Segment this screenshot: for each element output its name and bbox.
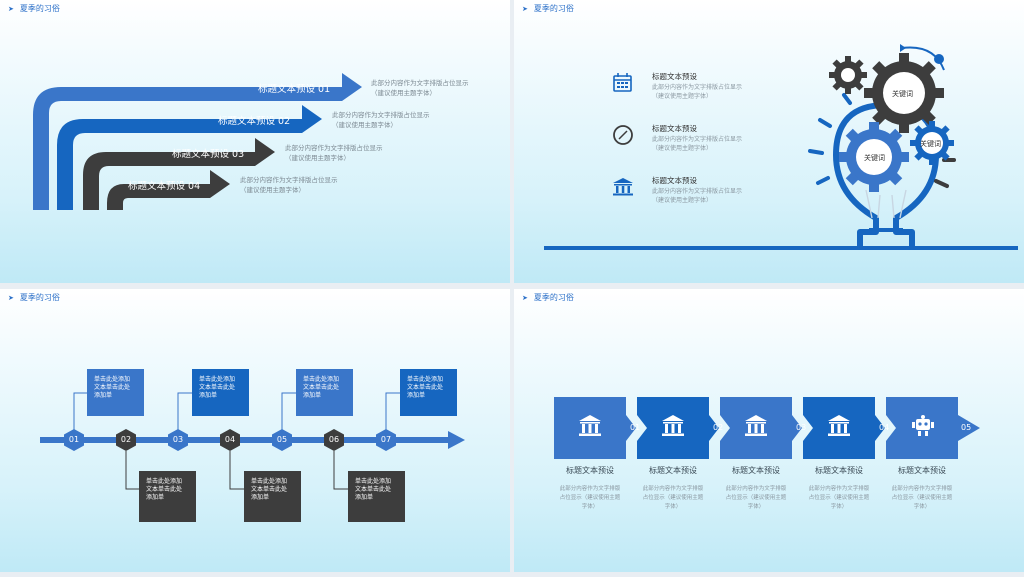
step-desc-3: 此部分内容作为文字排版占位显示（建议使用主题字体） [725,486,787,510]
step-desc-1: 此部分内容作为文字排版占位显示（建议使用主题字体） [559,486,621,510]
item-title-2: 标题文本预设 [652,124,697,133]
timeline-step-7[interactable]: 07 [376,429,396,451]
slide-4[interactable]: ➤夏季的习俗 01 02 03 0 [514,289,1024,572]
bank-icon [662,415,684,436]
timeline-box-6[interactable]: 单击此处添加文本单击此处添加单 [348,471,405,522]
timeline-step-4[interactable]: 04 [220,429,240,451]
item-desc-2: 此部分内容作为文字排版占位显示（建议使用主题字体） [652,136,743,152]
timeline-box-7[interactable]: 单击此处添加文本单击此处添加单 [400,369,457,416]
arrow-3 [83,138,275,210]
item-desc-1: 此部分内容作为文字排版占位显示（建议使用主题字体） [652,84,743,100]
step-title-2: 标题文本预设 [649,466,697,475]
step-num-4: 04 [879,423,890,432]
arrow-4 [107,170,230,210]
arrow-desc-1: 此部分内容作为文字排版占位显示（建议使用主题字体） [371,79,469,97]
timeline-step-3[interactable]: 03 [168,429,188,451]
timeline-graphic [40,392,465,490]
step-desc-4: 此部分内容作为文字排版占位显示（建议使用主题字体） [808,486,870,510]
slide-1[interactable]: ➤ 夏季的习俗 标题文本预设 01 标题文本预设 02 标题文本预设 03 标题文… [0,0,510,283]
header-title: 夏季的习俗 [19,293,60,302]
chevron-right-icon: ➤ [8,294,14,302]
lightbulb-gears-graphic [544,44,1018,250]
timeline-step-1[interactable]: 01 [64,429,84,451]
slide-2[interactable]: ➤ 夏季的习俗 [514,0,1024,283]
calendar-icon [613,73,632,92]
timeline-box-4[interactable]: 单击此处添加文本单击此处添加单 [244,471,301,522]
compass-icon [613,125,633,145]
step-num-2: 02 [713,423,724,432]
step-title-5: 标题文本预设 [898,466,946,475]
arrow-1 [33,73,362,210]
step-title-4: 标题文本预设 [815,466,863,475]
step-num-5: 05 [961,423,972,432]
slide-header: ➤ 夏季的习俗 [522,292,574,303]
chevron-right-icon: ➤ [522,294,528,302]
header-title: 夏季的习俗 [533,4,574,13]
center-gear [839,122,909,192]
timeline-step-5[interactable]: 05 [272,429,292,451]
bank-icon [579,415,601,436]
bank-icon [613,178,633,196]
timeline-step-6[interactable]: 06 [324,429,344,451]
slide-header: ➤ 夏季的习俗 [522,3,574,14]
header-title: 夏季的习俗 [19,4,60,13]
bank-icon [745,415,767,436]
arrow-desc-3: 此部分内容作为文字排版占位显示（建议使用主题字体） [285,144,383,162]
slide-header: ➤ 夏季的习俗 [8,3,60,14]
process-graphic [554,397,980,459]
small-gear [829,56,867,94]
arrow-desc-4: 此部分内容作为文字排版占位显示（建议使用主题字体） [240,176,338,194]
gear-label-2: 关键词 [864,154,885,162]
arrow-2 [57,105,322,210]
item-title-3: 标题文本预设 [652,176,697,185]
step-title-1: 标题文本预设 [566,466,614,475]
gear-label-1: 关键词 [892,90,913,98]
right-gear [910,121,954,165]
item-title-1: 标题文本预设 [652,72,697,81]
step-desc-5: 此部分内容作为文字排版占位显示（建议使用主题字体） [891,486,953,510]
slide-header: ➤ 夏季的习俗 [8,292,60,303]
step-desc-2: 此部分内容作为文字排版占位显示（建议使用主题字体） [642,486,704,510]
arrow-label-3: 标题文本预设 03 [172,149,245,160]
timeline-box-3[interactable]: 单击此处添加文本单击此处添加单 [192,369,249,416]
slide-3[interactable]: ➤ 夏季的习俗 单击此处添加文本单击此处添加单 单击此处添加文本单击此处添加单 单… [0,289,510,572]
timeline-box-2[interactable]: 单击此处添加文本单击此处添加单 [139,471,196,522]
timeline-box-1[interactable]: 单击此处添加文本单击此处添加单 [87,369,144,416]
arrow-label-4: 标题文本预设 04 [128,181,201,192]
big-gear [864,53,944,133]
arrow-label-2: 标题文本预设 02 [218,116,291,127]
step-num-3: 03 [796,423,807,432]
robot-icon [912,415,934,436]
timeline-box-5[interactable]: 单击此处添加文本单击此处添加单 [296,369,353,416]
item-desc-3: 此部分内容作为文字排版占位显示（建议使用主题字体） [652,188,743,204]
header-title: 夏季的习俗 [533,293,574,302]
chevron-right-icon: ➤ [8,5,14,13]
bank-icon [828,415,850,436]
bent-arrows-graphic [33,73,362,210]
step-title-3: 标题文本预设 [732,466,780,475]
arrow-label-1: 标题文本预设 01 [258,84,331,95]
timeline-step-2[interactable]: 02 [116,429,136,451]
chevron-right-icon: ➤ [522,5,528,13]
arrow-desc-2: 此部分内容作为文字排版占位显示（建议使用主题字体） [332,111,430,129]
gear-label-3: 关键词 [920,140,941,148]
step-num-1: 01 [630,423,641,432]
